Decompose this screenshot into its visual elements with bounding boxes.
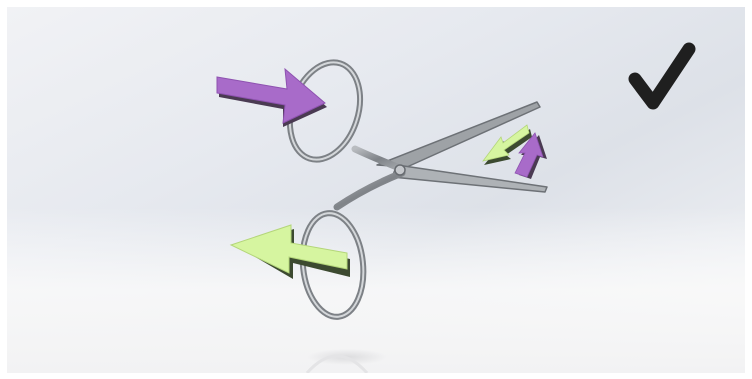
checkmark-icon	[628, 42, 696, 110]
push-arrow-small	[514, 132, 547, 179]
scissors	[287, 59, 548, 320]
ring-reflection	[305, 354, 369, 373]
image-frame	[7, 7, 745, 373]
push-arrow-large	[216, 67, 327, 127]
pull-arrow-large	[229, 224, 350, 279]
push-arrow-body	[216, 67, 326, 124]
floor	[7, 207, 745, 373]
pivot-screw	[394, 164, 406, 176]
pull-arrow-body	[229, 224, 348, 274]
lower-shank	[333, 169, 406, 211]
pull-arrow-small	[482, 124, 532, 165]
scissors-illustration	[7, 7, 745, 373]
